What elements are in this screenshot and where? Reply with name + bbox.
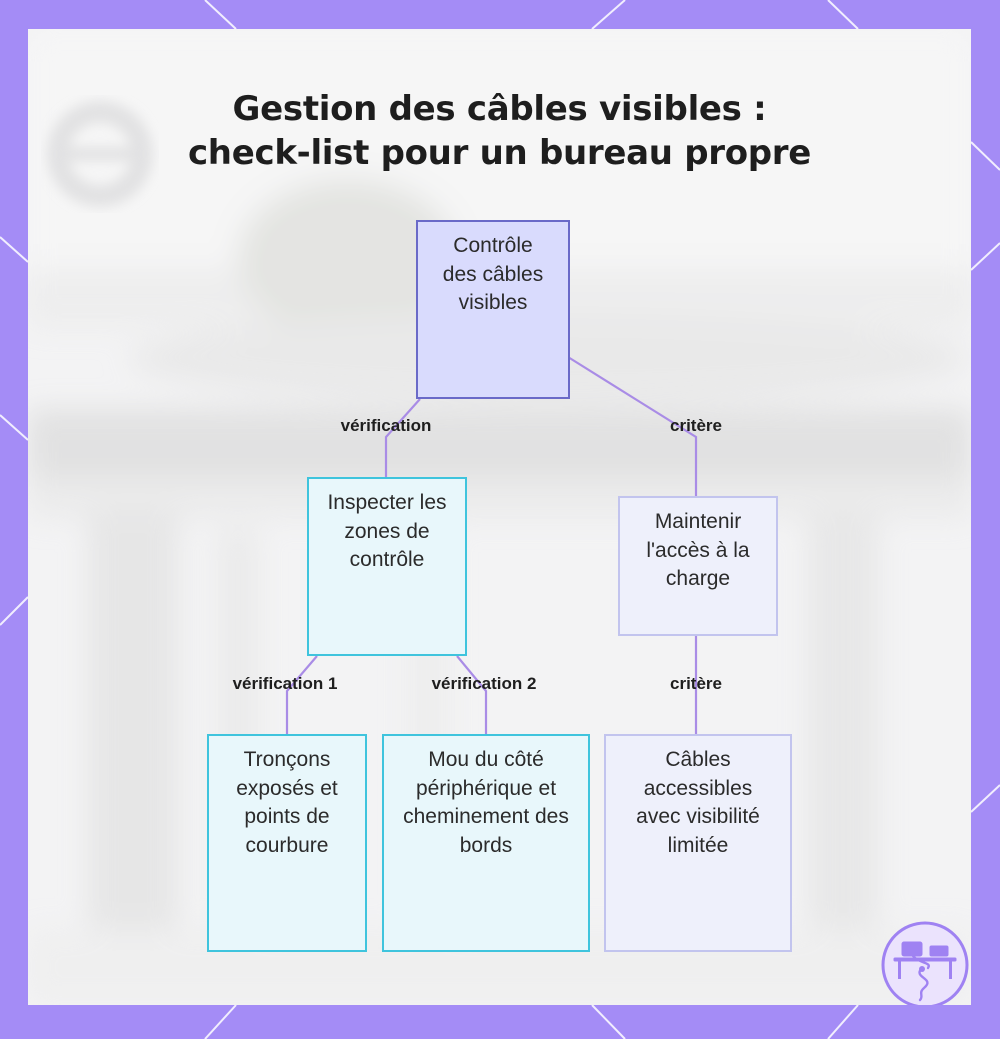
edge-label-root-maintain: critère (670, 416, 722, 435)
node-maintain-label: Maintenir l'accès à la charge (646, 510, 750, 590)
node-leaf-1: Tronçons exposés et points de courbure (207, 734, 367, 952)
connector-lines (285, 356, 698, 736)
title-line-1: Gestion des câbles visibles : (232, 89, 767, 129)
edge-label-inspect-leaf1: vérification 1 (232, 674, 338, 693)
edge-label-maintain-leaf3: critère (670, 674, 722, 693)
edge-label-root-inspect: vérification (340, 416, 432, 435)
connector-root-maintain (567, 356, 698, 497)
node-leaf-3-label: Câbles accessibles avec visibilité limit… (636, 748, 760, 857)
desk-computer-icon (881, 921, 969, 1005)
edge-label-inspect-leaf2: vérification 2 (431, 674, 537, 693)
connector-inspect-leaf2 (456, 655, 488, 736)
node-leaf-1-label: Tronçons exposés et points de courbure (236, 748, 338, 857)
connector-root-inspect (384, 398, 421, 478)
diagram-panel: Gestion des câbles visibles : check-list… (28, 29, 971, 1005)
title-line-2: check-list pour un bureau propre (187, 133, 812, 173)
diagram-title: Gestion des câbles visibles : check-list… (28, 87, 971, 175)
node-root-label: Contrôle des câbles visibles (442, 234, 544, 314)
connector-inspect-leaf1 (285, 655, 318, 736)
node-inspect-label: Inspecter les zones de contrôle (327, 491, 447, 571)
node-leaf-2-label: Mou du côté périphérique et cheminement … (403, 748, 569, 857)
node-leaf-3: Câbles accessibles avec visibilité limit… (604, 734, 792, 952)
node-root: Contrôle des câbles visibles (416, 220, 570, 399)
node-inspect: Inspecter les zones de contrôle (307, 477, 467, 656)
node-leaf-2: Mou du côté périphérique et cheminement … (382, 734, 590, 952)
node-maintain: Maintenir l'accès à la charge (618, 496, 778, 636)
